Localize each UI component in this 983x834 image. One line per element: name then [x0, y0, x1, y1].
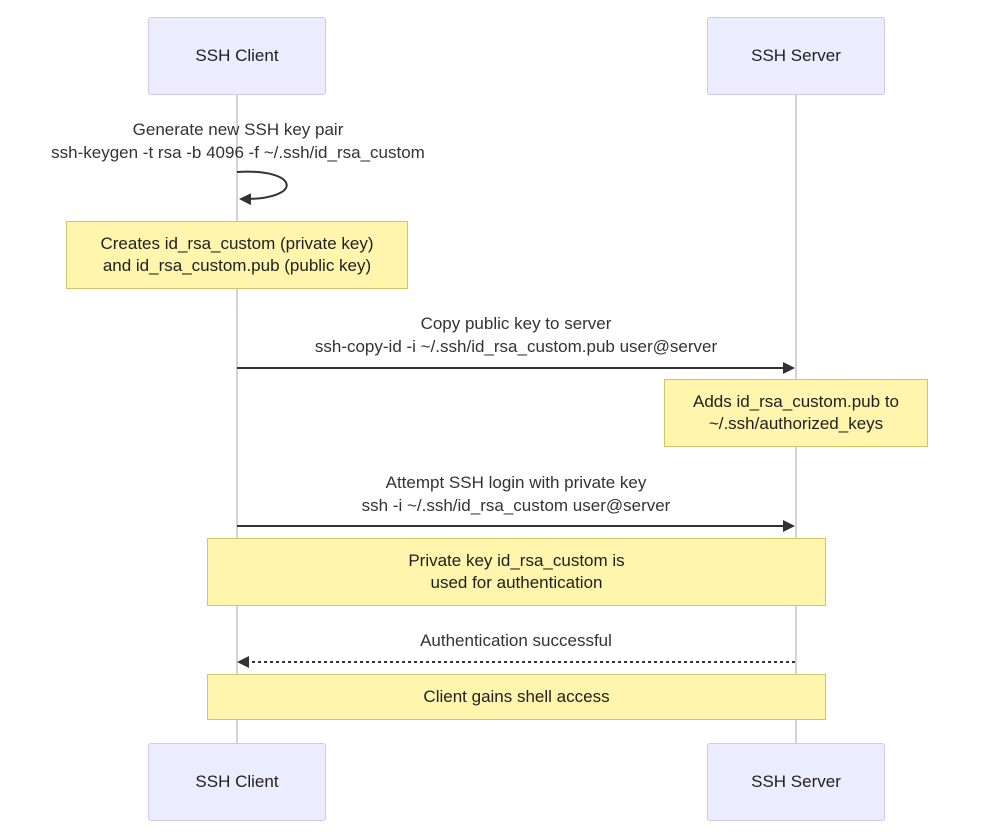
private-key-used-line2: used for authentication: [430, 573, 603, 592]
server-participant-bottom: SSH Server: [707, 743, 885, 821]
copy-message-label: Copy public key to server ssh-copy-id -i…: [236, 312, 796, 358]
login-message-line1: Attempt SSH login with private key: [385, 473, 647, 492]
login-message-line2: ssh -i ~/.ssh/id_rsa_custom user@server: [361, 496, 671, 515]
authorized-keys-line1: Adds id_rsa_custom.pub to: [692, 392, 899, 411]
authorized-keys-note: Adds id_rsa_custom.pub to ~/.ssh/authori…: [664, 379, 928, 447]
copy-message-line2: ssh-copy-id -i ~/.ssh/id_rsa_custom.pub …: [314, 337, 718, 356]
client-lifeline: [236, 94, 238, 744]
shell-access-note: Client gains shell access: [207, 674, 826, 720]
keys-created-line2: and id_rsa_custom.pub (public key): [102, 256, 372, 275]
server-participant-top: SSH Server: [707, 17, 885, 95]
client-participant-label: SSH Client: [195, 46, 279, 65]
keygen-message-line2: ssh-keygen -t rsa -b 4096 -f ~/.ssh/id_r…: [51, 143, 425, 162]
private-key-used-note: Private key id_rsa_custom is used for au…: [207, 538, 826, 606]
server-participant-label: SSH Server: [751, 46, 841, 65]
client-participant-bottom: SSH Client: [148, 743, 326, 821]
keys-created-note: Creates id_rsa_custom (private key) and …: [66, 221, 408, 289]
copy-message-line1: Copy public key to server: [420, 314, 612, 333]
auth-message-line1: Authentication successful: [420, 631, 612, 650]
server-participant-label: SSH Server: [751, 772, 841, 791]
client-participant-top: SSH Client: [148, 17, 326, 95]
keys-created-line1: Creates id_rsa_custom (private key): [100, 234, 374, 253]
authorized-keys-line2: ~/.ssh/authorized_keys: [708, 414, 884, 433]
client-participant-label: SSH Client: [195, 772, 279, 791]
keygen-self-arrow: [236, 170, 288, 206]
keygen-message-label: Generate new SSH key pair ssh-keygen -t …: [0, 118, 476, 164]
keygen-message-line1: Generate new SSH key pair: [132, 120, 344, 139]
login-message-label: Attempt SSH login with private key ssh -…: [236, 471, 796, 517]
private-key-used-line1: Private key id_rsa_custom is: [408, 551, 625, 570]
auth-message-label: Authentication successful: [236, 629, 796, 652]
shell-access-line1: Client gains shell access: [423, 687, 610, 706]
